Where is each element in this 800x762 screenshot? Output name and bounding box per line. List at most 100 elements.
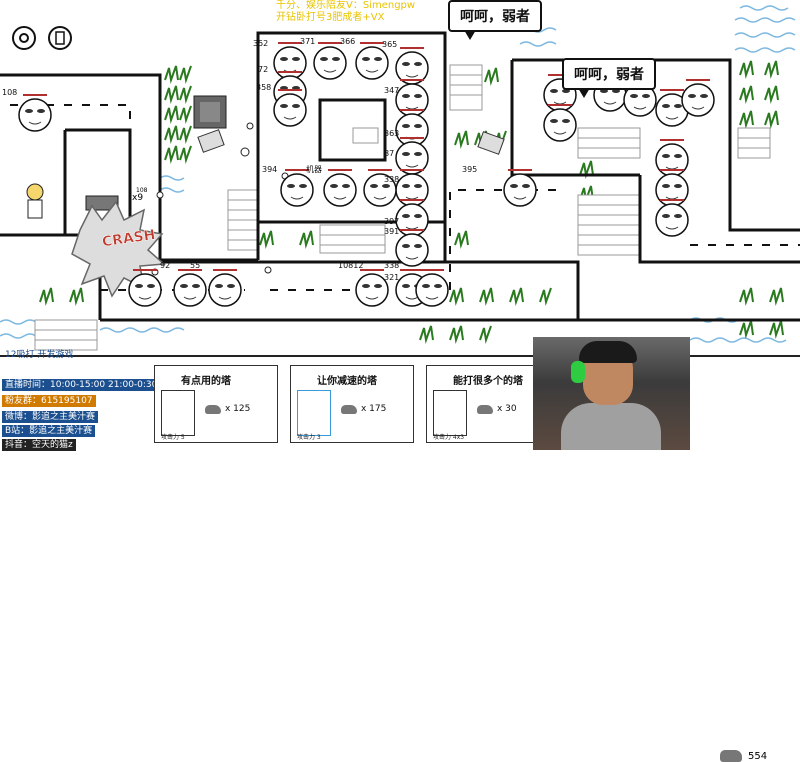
watermark-line-2: 开钻卧打号3肥成者+VX [276,12,385,23]
stream-fans: 粉友群：615195107 [2,395,96,407]
crash-label: CRASH [101,227,156,250]
enemy-hp-label: 321 [384,273,399,282]
enemy-face [543,74,577,112]
stream-douyin: 抖音：空天的猫z [2,439,76,451]
stone-icon [205,404,221,414]
enemy-face [623,79,657,117]
enemy-face [128,269,162,307]
tower-thumb [297,390,331,436]
speech-bubble-1: 呵呵，弱者 [448,0,542,40]
enemy-hp-label: 10812 [338,261,363,270]
enemy-hp-label: 机器 [306,164,322,174]
enemy-hp-label: 363 [384,129,399,138]
enemy-face [655,89,689,127]
streamer-webcam [533,337,690,450]
stream-time: 直播时间：10:00-15:00 21:00-0:30 [2,379,161,391]
tower-card-level: 攻击力 3 [297,434,321,441]
water-area [0,5,796,343]
stream-weibo: 微博：影追之主美汁赛 [2,411,99,423]
enemy-hp-label: 347 [384,86,399,95]
enemy-hp-label: 371 [300,37,315,46]
tower-ammo-label: x9 [132,193,143,203]
enemy-hp-label: 338 [384,261,399,270]
enemy-layer [18,42,715,307]
stone-count: 554 [748,750,768,762]
tower-thumb [433,390,467,436]
tower-card-cost: x 30 [477,404,517,414]
tower-card-title: 能打很多个的塔 [453,376,523,387]
speech-bubble-2: 呵呵，弱者 [562,58,656,98]
hp-label-layer: 108 352 371 366 365 72 358 347 363 87 394 机器 338 395 3… [2,37,477,282]
crash-explosion: CRASH [71,200,166,298]
stream-top-text: 12吸打 开发游戏 [5,350,74,360]
tower-card-multi[interactable]: 能打很多个的塔 攻击力 4x3 x 30 [426,365,550,443]
enemy-face [355,42,389,80]
game-map[interactable]: CRASH 108 352 371 366 365 72 358 347 363 87 394 机器 3… [0,0,800,355]
enemy-face [415,269,449,307]
tower-card-cost: x 125 [205,404,250,414]
watermark-line-1: 千分、娱乐陪友V：Simengpw [276,0,416,11]
enemy-face [273,89,307,127]
headset-icon [571,361,585,383]
tower-4[interactable] [85,195,119,211]
stone-counter: 554 [720,750,767,762]
map-canvas: CRASH 108 352 371 366 365 72 358 347 363 87 394 机器 3… [0,5,800,351]
enemy-hp-label: 358 [256,83,271,92]
enemy-face [395,229,429,267]
enemy-hp-label: 366 [340,37,355,46]
grass-tufts [39,60,784,344]
enemy-face [273,42,307,80]
tower-3[interactable] [477,131,505,155]
player-character [26,183,44,219]
enemy-hp-label: 397 [384,217,399,226]
enemy-face [395,109,429,147]
enemy-face [313,42,347,80]
enemy-face [395,47,429,85]
tower-card-level: 攻击力 5 [161,434,185,441]
enemy-face [280,169,314,207]
enemy-hp-label: 108 [2,88,17,97]
enemy-face [681,79,715,117]
stream-bili: B站：影追之主美汁赛 [2,425,96,437]
enemy-face [363,169,397,207]
enemy-hp-label: 394 [262,165,277,174]
enemy-hp-label: 338 [384,175,399,184]
enemy-face [208,269,242,307]
enemy-hp-label: 55 [190,261,200,270]
enemy-face [655,199,689,237]
tower-card-title: 有点用的塔 [181,376,231,387]
tower-card-cost: x 175 [341,404,386,414]
settings-button[interactable] [12,26,36,50]
enemy-face [395,137,429,175]
tower-1[interactable] [193,95,227,129]
enemy-hp-label: 352 [253,39,268,48]
stone-icon [341,404,357,414]
tower-2[interactable] [197,129,225,153]
enemy-hp-label: 92 [160,261,170,270]
enemy-hp-label: 87 [384,149,394,158]
enemy-face [503,169,537,207]
enemy-hp-label: 395 [462,165,477,174]
enemy-face [323,169,357,207]
tower-card-title: 让你减速的塔 [317,376,377,387]
enemy-face [18,94,52,132]
enemy-face [395,199,429,237]
enemy-face [655,169,689,207]
enemy-face [355,269,389,307]
tower-cost-label: 108 [136,187,148,194]
enemy-hp-label: 391 [384,227,399,236]
tower-card-level: 攻击力 4x3 [433,434,465,441]
exit-button[interactable] [48,26,72,50]
enemy-face [173,269,207,307]
enemy-face [543,104,577,142]
brick-walls [34,64,771,351]
stone-icon [720,750,742,762]
enemy-hp-label: 365 [382,40,397,49]
watermark: 千分、娱乐陪友V：Simengpw 开钻卧打号3肥成者+VX [276,0,415,24]
tower-card-useful[interactable]: 有点用的塔 攻击力 5 x 125 [154,365,278,443]
enemy-face [395,169,429,207]
tower-card-slow[interactable]: 让你减速的塔 攻击力 3 x 175 [290,365,414,443]
enemy-hp-label: 72 [258,65,268,74]
tower-thumb [161,390,195,436]
stone-icon [477,404,493,414]
